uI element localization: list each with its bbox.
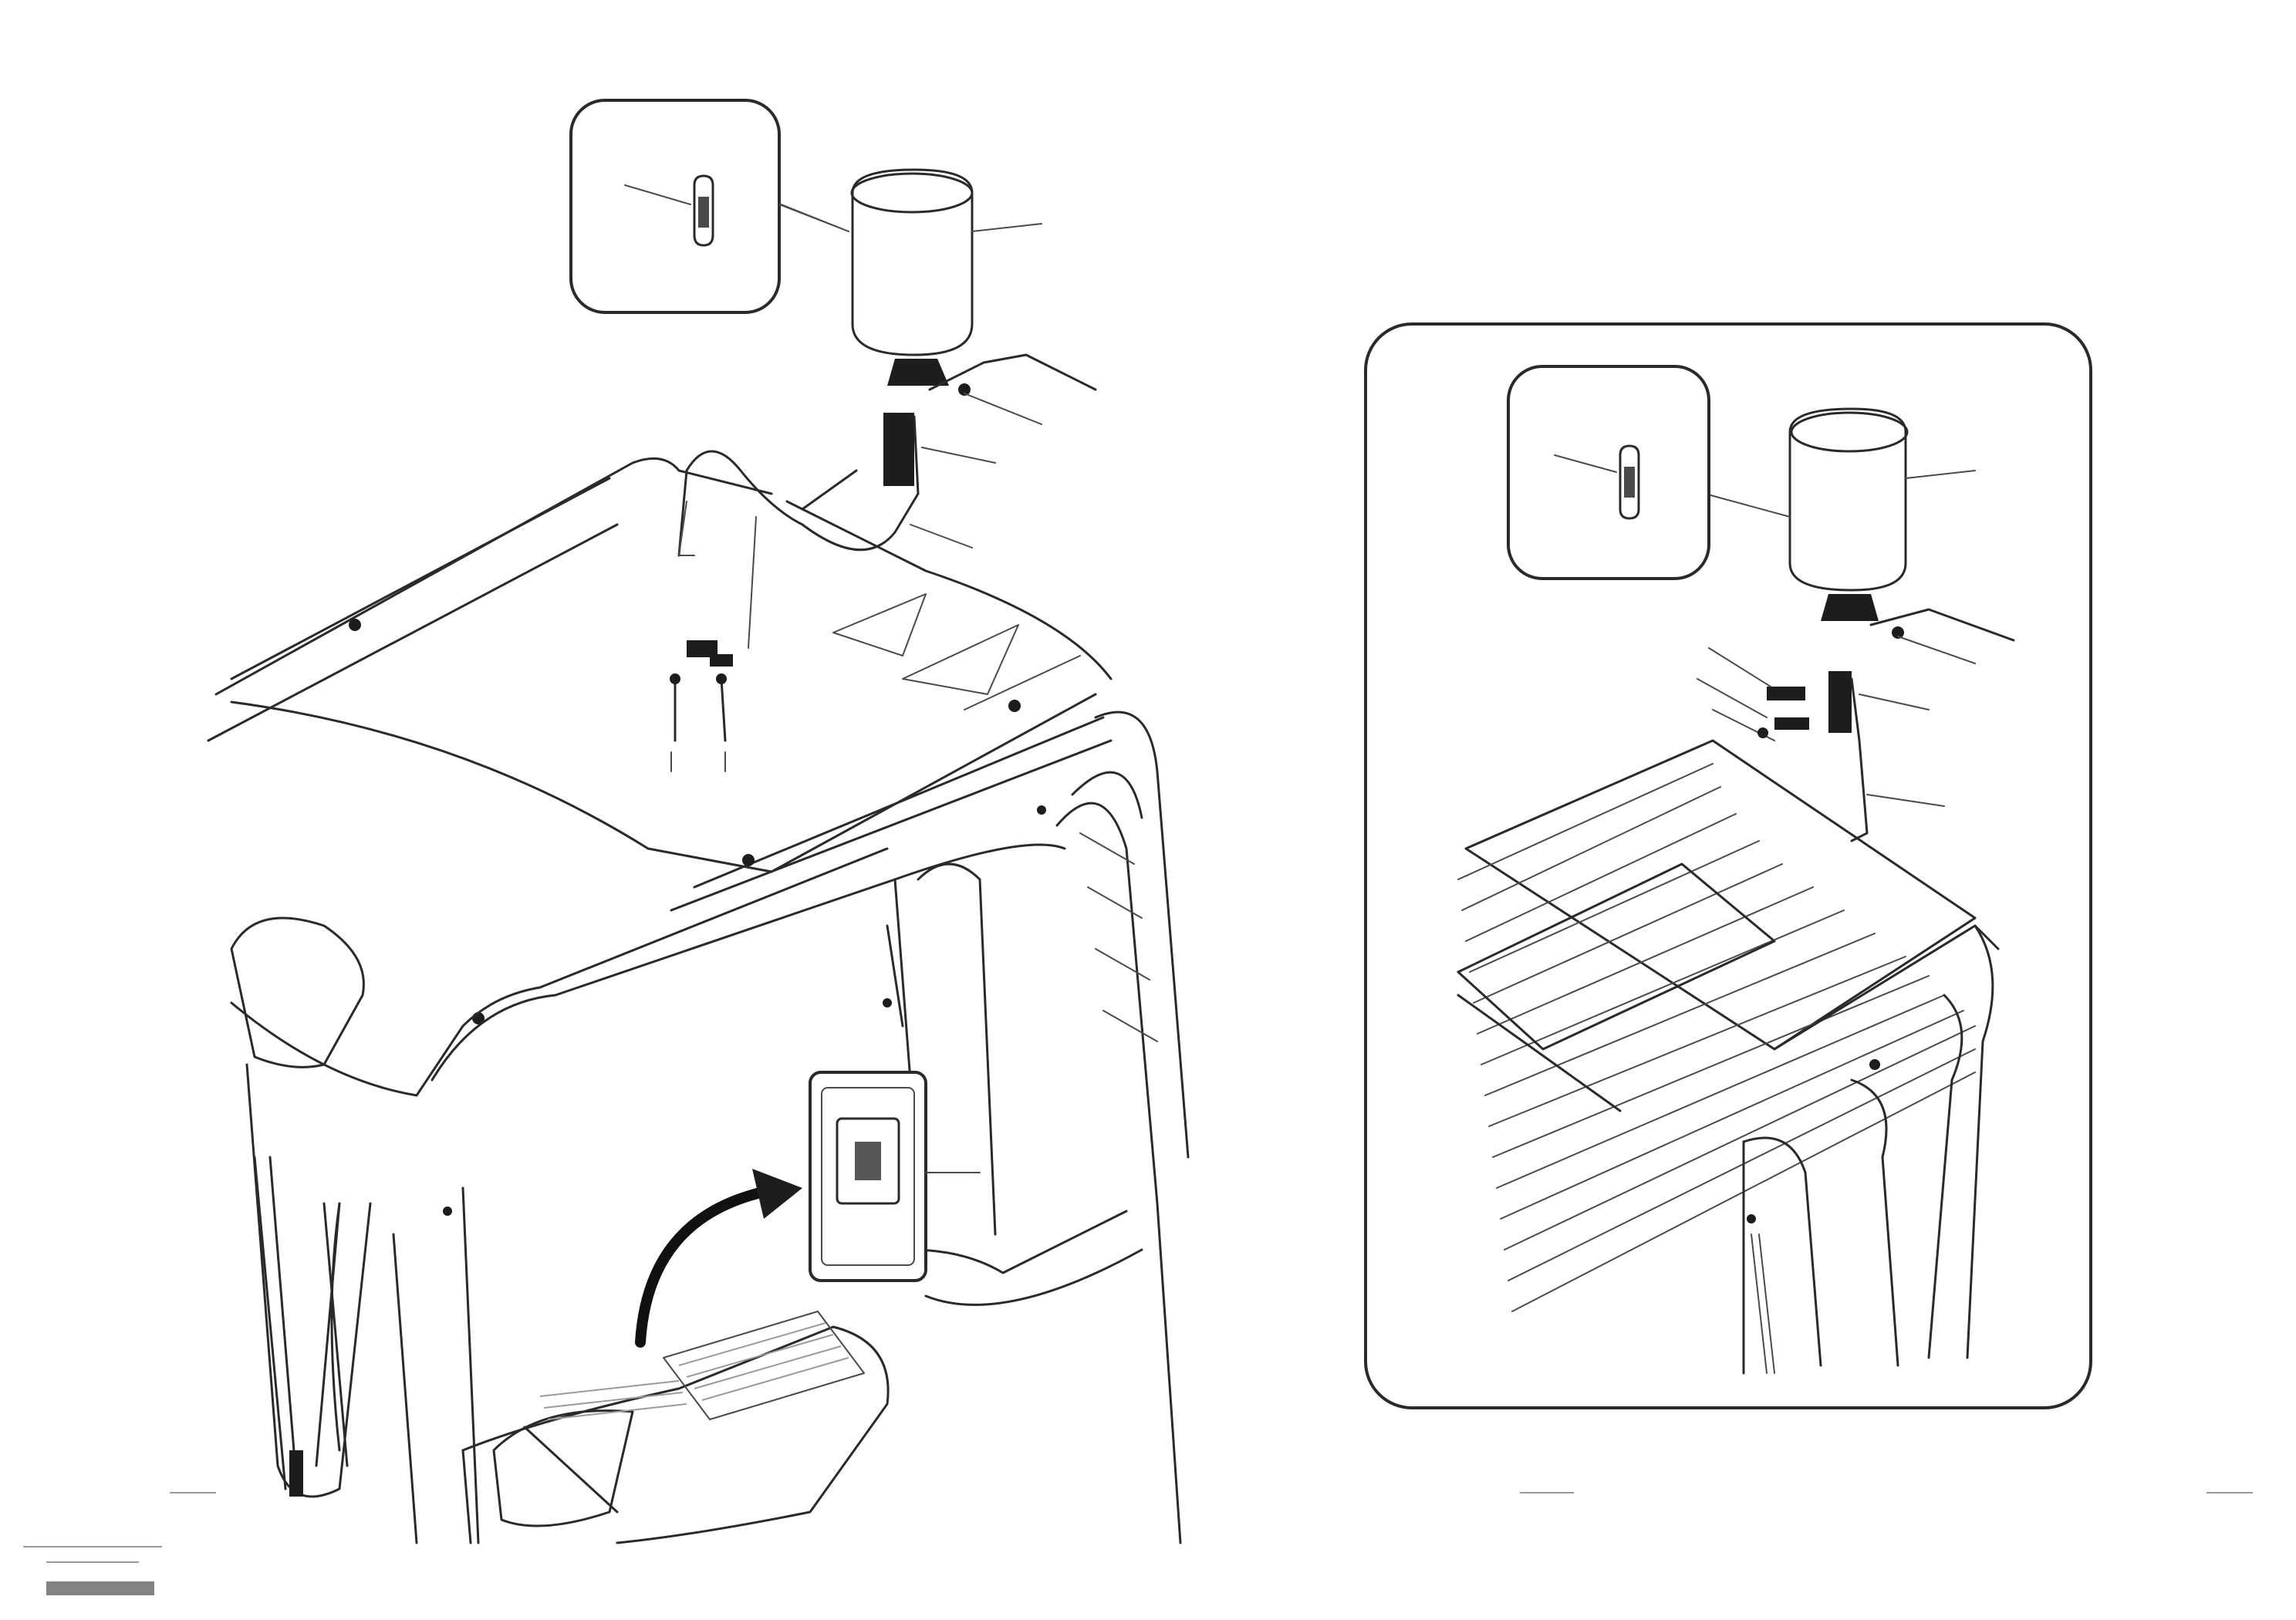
inset-bulb-detail: [1507, 365, 1710, 580]
inset-view: [1364, 322, 2092, 1409]
roof-mount-hardware: [670, 640, 733, 772]
beacon-lamp: [771, 168, 1097, 548]
switch-detail: [809, 1071, 981, 1282]
roof-grille: [1457, 739, 2000, 1375]
inset-beacon-lamp: [1697, 407, 2015, 842]
dashboard: [461, 1311, 890, 1544]
wiring-harness: [677, 450, 920, 649]
wiper-arm: [253, 1156, 341, 1497]
title-block: [23, 1546, 162, 1595]
cab-roof: [207, 457, 1113, 1024]
cab-body: [230, 710, 1190, 1544]
bulb-detail: [569, 99, 849, 314]
main-view: [23, 99, 1190, 1595]
direction-arrow: [635, 1169, 802, 1348]
